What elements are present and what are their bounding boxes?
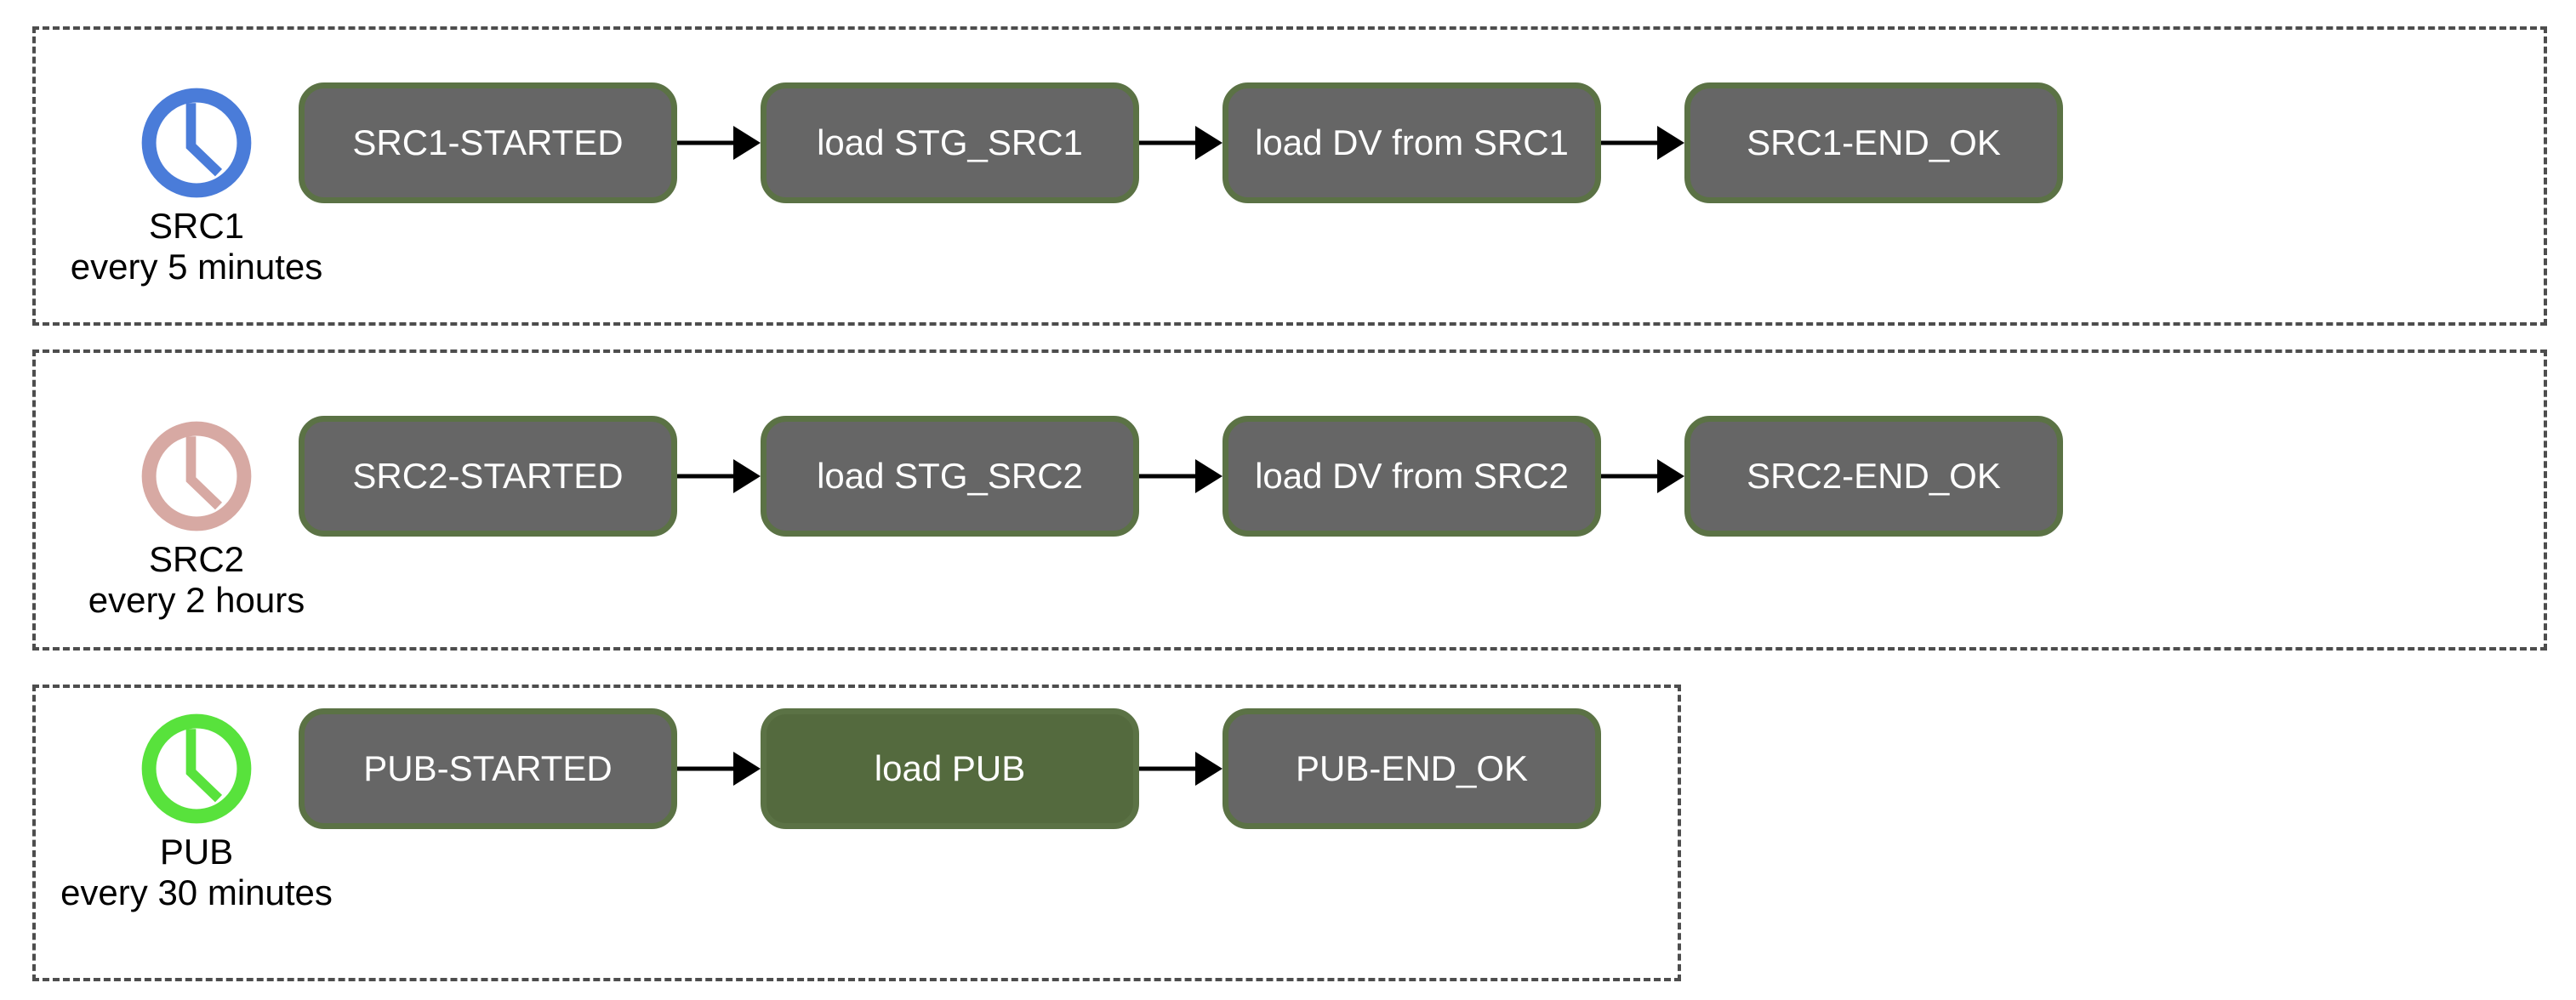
flow-node-load-dv-from-src1: load DV from SRC1 [1222,82,1601,203]
lane-box-src1 [32,26,2547,326]
trigger-name: PUB [159,832,234,872]
trigger-name: SRC2 [148,539,245,579]
arrow-icon [677,126,761,160]
flow-node-src1-started: SRC1-STARTED [299,82,677,203]
clock-icon [141,421,252,531]
node-row-pub: PUB-STARTED load PUB PUB-END_OK [299,708,1601,829]
arrow-icon [1601,459,1684,493]
arrow-icon [677,459,761,493]
flow-node-src2-end-ok: SRC2-END_OK [1684,416,2063,537]
node-row-src2: SRC2-STARTED load STG_SRC2 load DV from SR… [299,416,2063,537]
trigger-schedule: every 5 minutes [70,247,323,287]
arrow-icon [1139,752,1222,786]
trigger-schedule: every 30 minutes [60,872,333,912]
flow-node-src2-started: SRC2-STARTED [299,416,677,537]
flow-node-pub-end-ok: PUB-END_OK [1222,708,1601,829]
arrow-icon [677,752,761,786]
flow-node-load-dv-from-src2: load DV from SRC2 [1222,416,1601,537]
clock-icon [141,88,252,198]
trigger-schedule: every 2 hours [88,580,305,620]
arrow-icon [1139,126,1222,160]
flow-node-pub-started: PUB-STARTED [299,708,677,829]
lane-box-pub [32,685,1681,981]
trigger-src1: SRC1 every 5 minutes [26,88,367,287]
clock-icon [141,713,252,824]
arrow-icon [1601,126,1684,160]
flow-node-src1-end-ok: SRC1-END_OK [1684,82,2063,203]
trigger-pub: PUB every 30 minutes [26,713,367,912]
node-row-src1: SRC1-STARTED load STG_SRC1 load DV from SR… [299,82,2063,203]
flow-node-load-stg-src1: load STG_SRC1 [761,82,1139,203]
arrow-icon [1139,459,1222,493]
trigger-name: SRC1 [148,206,245,246]
flow-node-load-stg-src2: load STG_SRC2 [761,416,1139,537]
flow-node-load-pub: load PUB [761,708,1139,829]
trigger-src2: SRC2 every 2 hours [26,421,367,620]
lane-box-src2 [32,349,2547,651]
